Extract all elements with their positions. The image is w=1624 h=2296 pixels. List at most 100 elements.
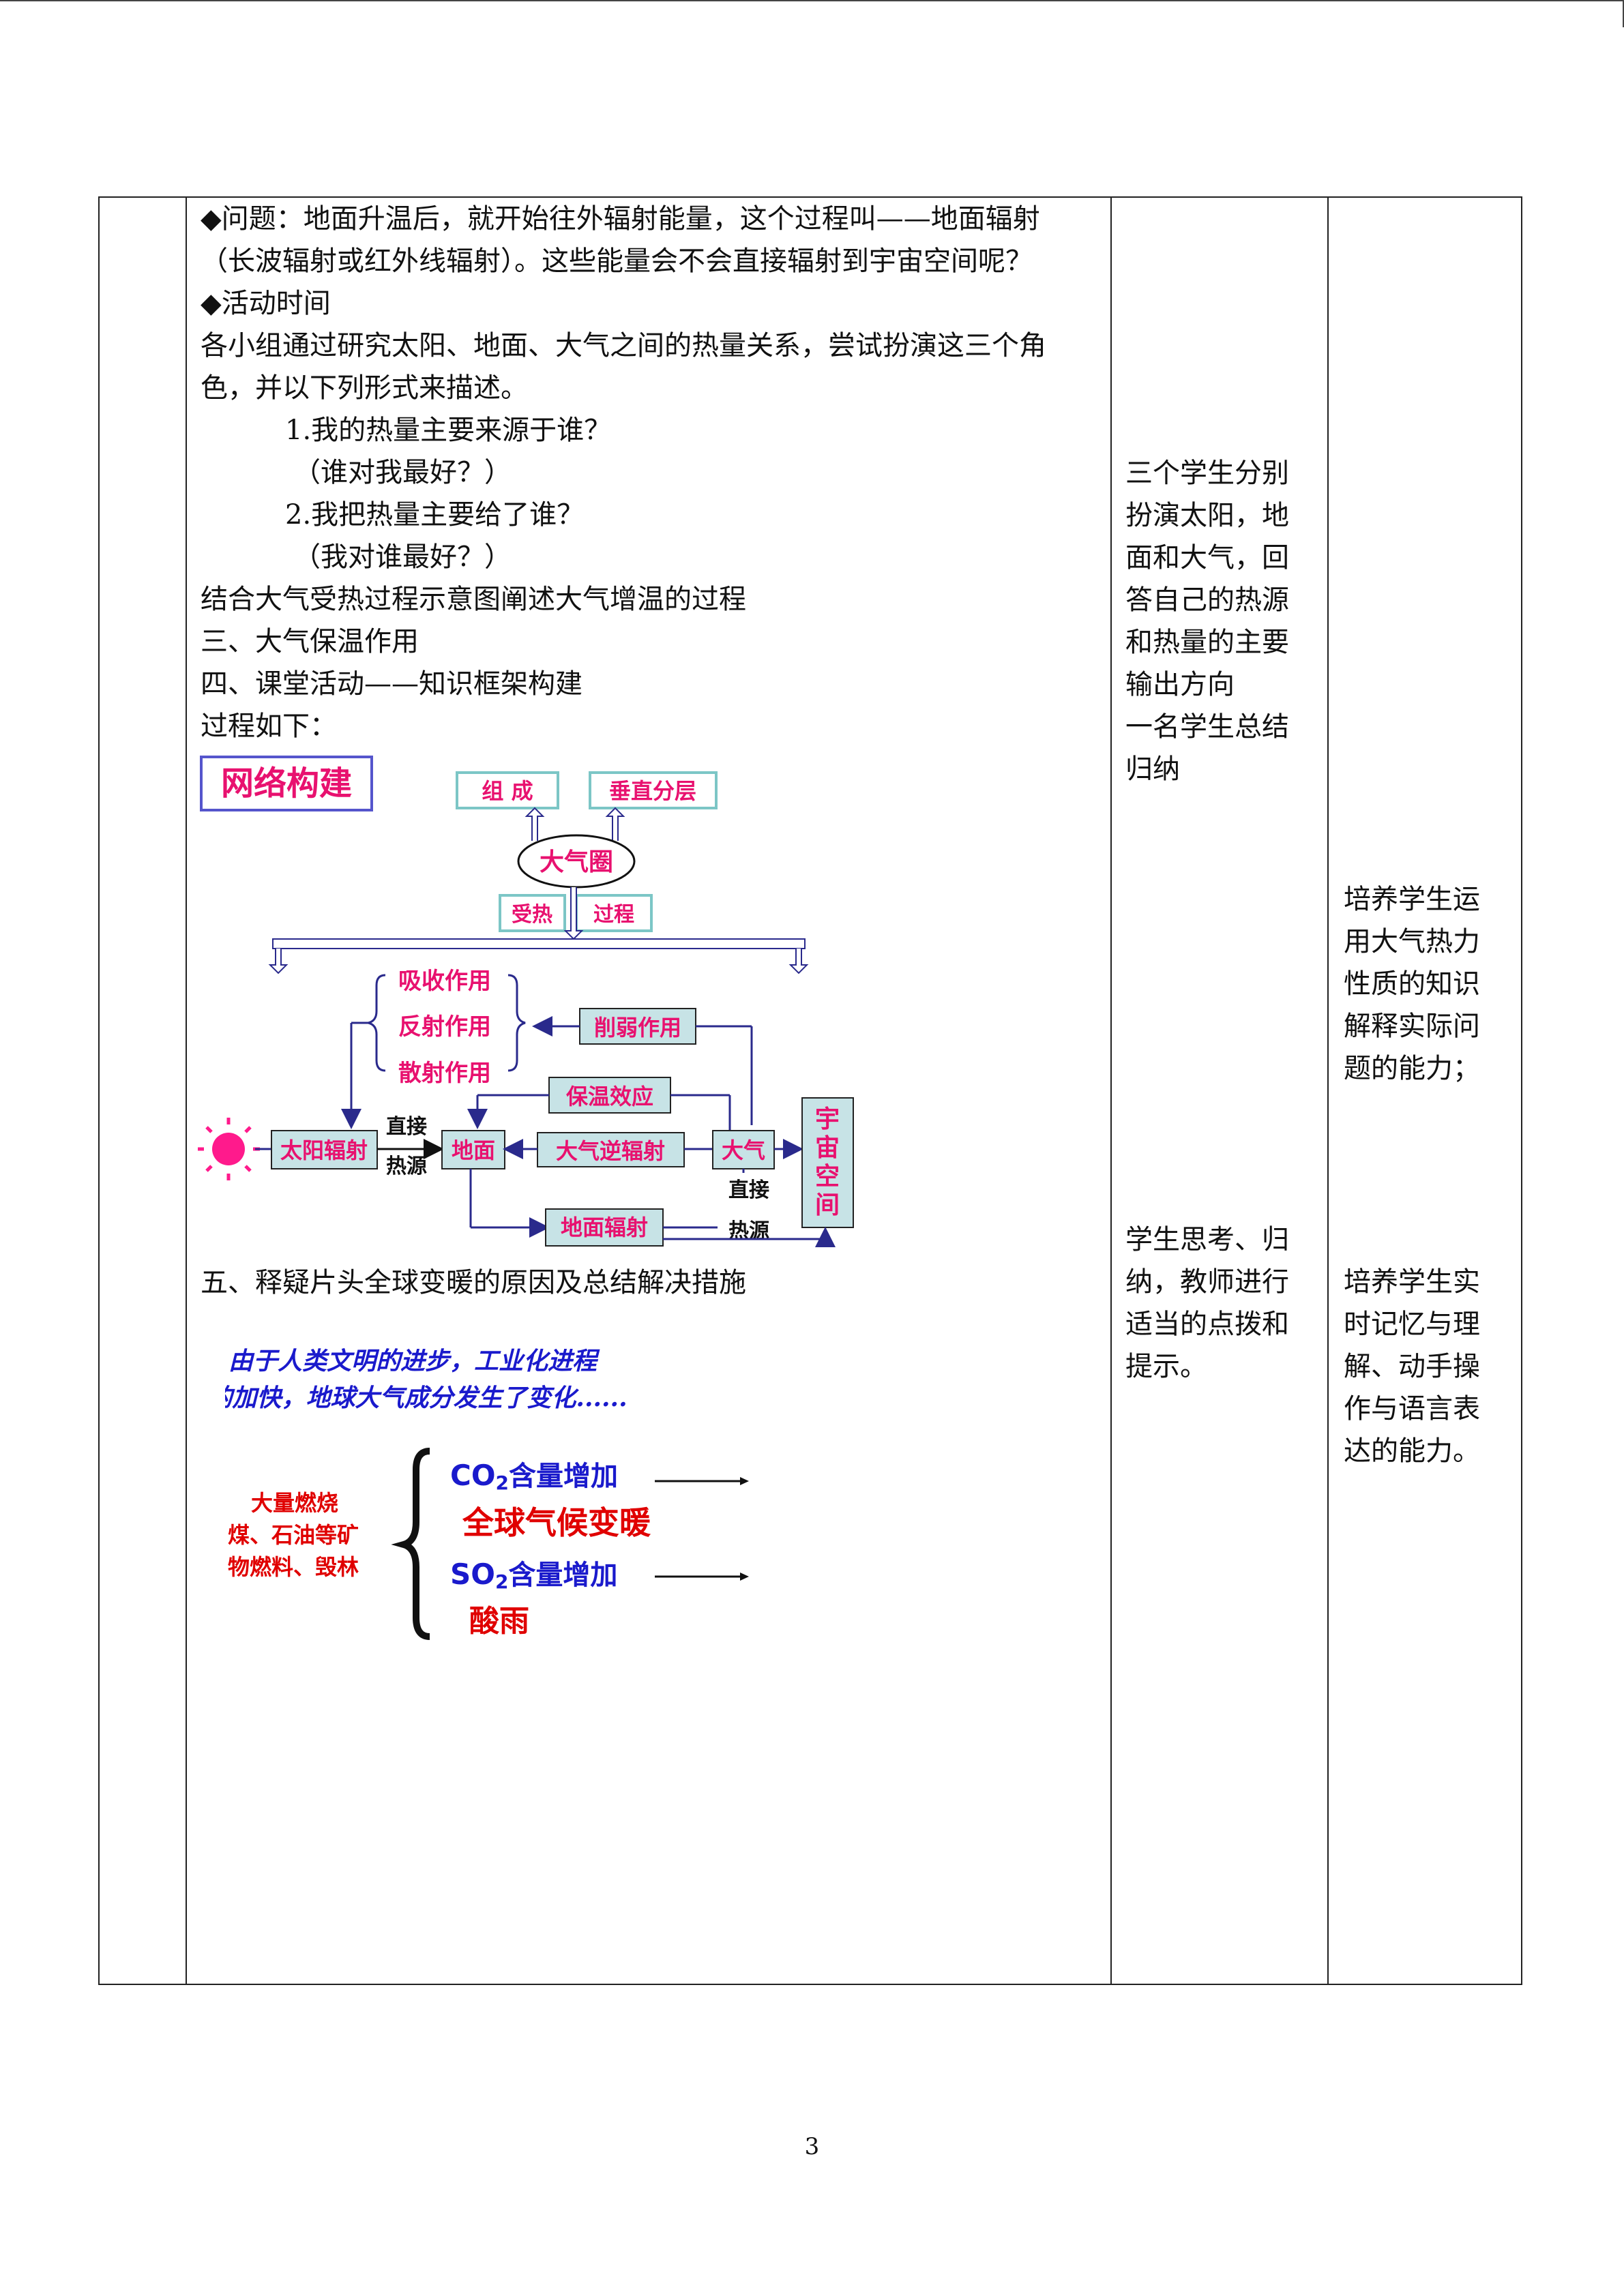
table-col-divider-2 <box>1110 198 1112 1984</box>
question-2: 2.我把热量主要给了谁？ <box>285 499 585 531</box>
col4-line: 时记忆与理 <box>1344 1309 1480 1340</box>
col4-line: 作与语言表 <box>1344 1393 1480 1425</box>
framework-title-box <box>200 756 373 811</box>
col4-line: 用大气热力 <box>1344 926 1480 957</box>
col4-line: 培养学生实 <box>1344 1266 1480 1298</box>
text-line: ◆活动时间 <box>201 288 331 319</box>
section-heading-3: 三、大气保温作用 <box>201 626 419 657</box>
box-ground-radiation <box>545 1208 664 1247</box>
label-counter-radiation: 大气逆辐射 <box>556 1138 665 1164</box>
text-line: 各小组通过研究太阳、地面、大气之间的热量关系，尝试扮演这三个角 <box>201 330 1046 361</box>
cause-left-2: 煤、石油等矿 <box>228 1522 359 1548</box>
label-outer-space-4: 间 <box>815 1191 840 1219</box>
label-vertical-layers: 垂直分层 <box>609 778 696 804</box>
col4-line: 解释实际问 <box>1344 1011 1480 1042</box>
box-composition <box>456 771 559 809</box>
brace-right <box>507 974 526 1072</box>
lesson-table <box>98 196 1522 1985</box>
cause-left-3: 物燃料、毁林 <box>228 1554 359 1580</box>
col3-line: 归纳 <box>1125 754 1180 785</box>
text-line: 过程如下： <box>201 711 337 742</box>
cause-left-1: 大量燃烧 <box>251 1490 338 1516</box>
col3-line: 学生思考、归 <box>1125 1224 1289 1255</box>
arrow-so2-head <box>740 1572 749 1581</box>
intro-line-1: 由于人类文明的进步，工业化进程 <box>228 1347 600 1375</box>
student-activity-block-2: 学生思考、归 纳，教师进行 适当的点拨和 提示。 <box>1125 1219 1310 1388</box>
arrow-down-left <box>268 949 289 974</box>
col3-line: 提示。 <box>1125 1351 1207 1382</box>
label-reflection: 反射作用 <box>398 1013 491 1041</box>
page-number: 3 <box>804 2133 820 2160</box>
split-bar <box>272 938 806 949</box>
label-outer-space-3: 空 <box>815 1163 840 1191</box>
col4-line: 达的能力。 <box>1344 1435 1480 1467</box>
text-line: 色，并以下列形式来描述。 <box>201 372 528 404</box>
section-heading-5: 五、释疑片头全球变暖的原因及总结解决措施 <box>201 1267 746 1298</box>
label-scattering: 散射作用 <box>398 1060 491 1087</box>
col3-line: 面和大气，回 <box>1125 542 1289 573</box>
label-weakening: 削弱作用 <box>594 1015 681 1041</box>
text-line: 结合大气受热过程示意图阐述大气增温的过程 <box>201 584 746 615</box>
col3-line: 三个学生分别 <box>1125 458 1289 489</box>
label-ground: 地面 <box>452 1137 495 1163</box>
label-heatsource-1: 热源 <box>386 1154 427 1178</box>
label-composition: 组 成 <box>482 778 533 804</box>
arrow-co2-head <box>740 1477 749 1485</box>
text-line: ◆问题：地面升温后，就开始往外辐射能量，这个过程叫——地面辐射 <box>201 203 1040 235</box>
knowledge-framework-diagram: 网络构建 组 成 垂直分层 大气圈 受热 过程 吸收作用 反射作用 散射作用 削… <box>198 756 854 1247</box>
label-direct-2: 直接 <box>728 1178 769 1202</box>
framework-title: 网络构建 <box>221 764 352 803</box>
result-global-warming: 全球气候变暖 <box>462 1504 651 1541</box>
question-1: 1.我的热量主要来源于谁？ <box>285 415 612 446</box>
label-absorption: 吸收作用 <box>398 968 491 995</box>
label-outer-space-1: 宇 <box>815 1105 840 1133</box>
so2-label: SO2含量增加 <box>450 1557 617 1593</box>
col3-line: 输出方向 <box>1125 669 1235 700</box>
global-warming-cause-figure: 由于人类文明的进步，工业化进程 的加快，地球大气成分发生了变化...... 大量… <box>225 1347 749 1640</box>
col4-line: 性质的知识 <box>1344 968 1480 1000</box>
col3-line: 适当的点拨和 <box>1125 1309 1289 1340</box>
col3-line: 一名学生总结 <box>1125 711 1289 743</box>
box-vertical-layers <box>589 771 718 809</box>
col3-line: 和热量的主要 <box>1125 627 1289 658</box>
right-border-line <box>1623 0 1624 27</box>
intro-line-2: 的加快，地球大气成分发生了变化...... <box>225 1384 628 1412</box>
box-outer-space <box>801 1097 854 1228</box>
box-atmosphere <box>712 1130 775 1169</box>
goal-block-1: 培养学生运 用大气热力 性质的知识 解释实际问 题的能力； <box>1344 878 1507 1090</box>
main-column: ◆问题：地面升温后，就开始往外辐射能量，这个过程叫——地面辐射 （长波辐射或红外… <box>201 198 1101 747</box>
label-heating: 受热 <box>512 903 552 927</box>
arrow-up-layers <box>605 807 625 841</box>
co2-label: CO2含量增加 <box>450 1459 618 1494</box>
text-line: （长波辐射或红外线辐射）。这些能量会不会直接辐射到宇宙空间呢？ <box>201 245 1033 277</box>
cause-brace <box>391 1448 430 1640</box>
student-activity-block-1: 三个学生分别 扮演太阳，地 面和大气，回 答自己的热源 和热量的主要 输出方向 … <box>1125 452 1310 790</box>
sun-icon <box>198 1118 260 1180</box>
brace-left <box>368 974 386 1072</box>
section-heading-5-wrap: 五、释疑片头全球变暖的原因及总结解决措施 <box>201 1262 1101 1304</box>
label-atmosphere: 大气圈 <box>540 848 613 876</box>
col4-line: 题的能力； <box>1344 1053 1480 1084</box>
label-outer-space-2: 宙 <box>815 1134 840 1162</box>
result-acid-rain: 酸雨 <box>469 1604 529 1639</box>
col3-line: 纳，教师进行 <box>1125 1266 1289 1298</box>
col4-line: 解、动手操 <box>1344 1351 1480 1382</box>
question-2-note: （我对谁最好？） <box>293 541 512 573</box>
label-atmosphere-box: 大气 <box>722 1137 765 1163</box>
arrow-up-composition <box>525 807 545 841</box>
goal-block-2: 培养学生实 时记忆与理 解、动手操 作与语言表 达的能力。 <box>1344 1261 1507 1472</box>
col3-line: 答自己的热源 <box>1125 584 1289 616</box>
label-process: 过程 <box>593 903 634 927</box>
table-col-divider-1 <box>186 198 187 1984</box>
label-greenhouse: 保温效应 <box>566 1084 653 1109</box>
top-border-line <box>0 0 1624 1</box>
label-ground-radiation: 地面辐射 <box>561 1214 648 1240</box>
col4-line: 培养学生运 <box>1344 884 1480 915</box>
box-heating <box>499 894 566 932</box>
label-direct-1: 直接 <box>386 1115 427 1139</box>
box-weakening <box>579 1008 696 1045</box>
table-col-divider-3 <box>1327 198 1329 1984</box>
section-heading-4: 四、课堂活动——知识框架构建 <box>201 668 582 700</box>
col3-line: 扮演太阳，地 <box>1125 500 1289 531</box>
label-solar-radiation: 太阳辐射 <box>280 1137 368 1163</box>
